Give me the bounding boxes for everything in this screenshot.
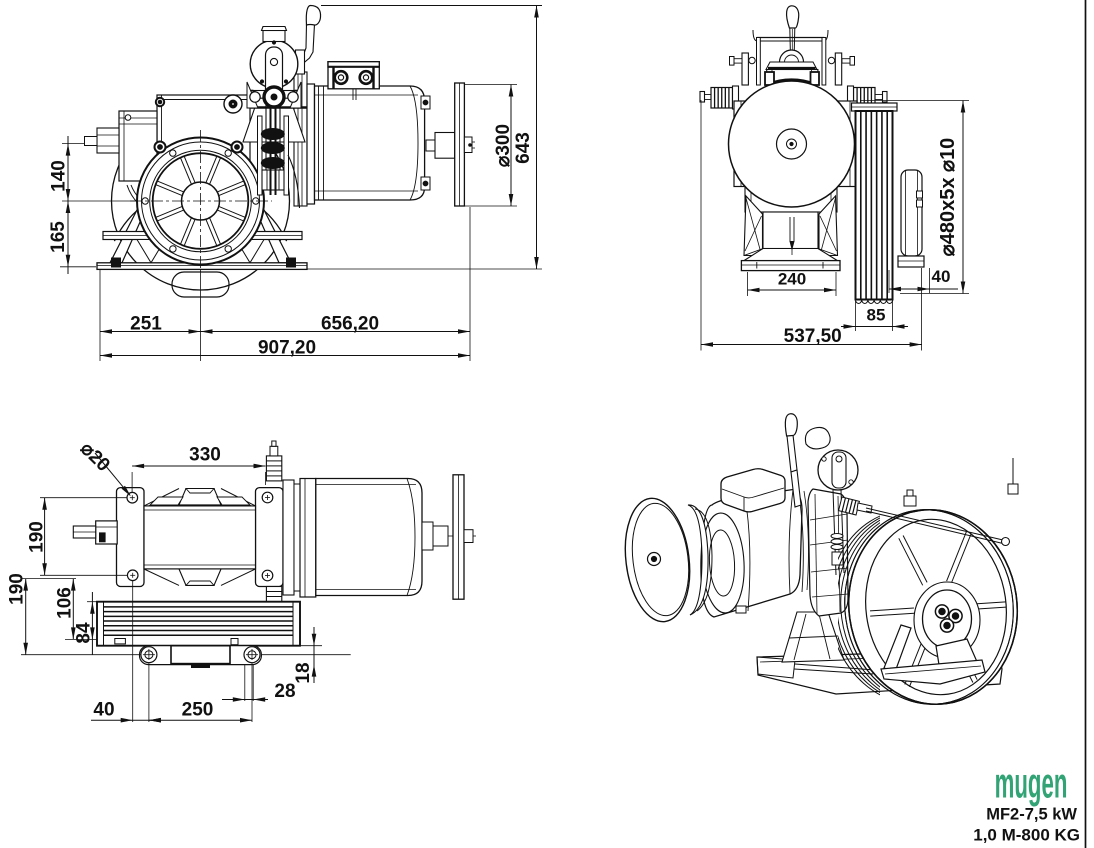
svg-text:190: 190 <box>7 573 28 605</box>
svg-text:28: 28 <box>274 681 295 702</box>
svg-text:84: 84 <box>74 622 95 644</box>
svg-text:140: 140 <box>49 160 70 192</box>
svg-text:MF2-7,5 kW: MF2-7,5 kW <box>986 806 1077 824</box>
svg-text:240: 240 <box>778 270 806 289</box>
svg-text:165: 165 <box>48 221 69 253</box>
svg-text:40: 40 <box>932 267 951 286</box>
svg-text:18: 18 <box>293 662 314 683</box>
svg-text:537,50: 537,50 <box>784 326 842 347</box>
svg-text:251: 251 <box>130 314 162 335</box>
svg-text:643: 643 <box>513 132 534 164</box>
svg-text:⌀300: ⌀300 <box>493 124 514 167</box>
svg-text:40: 40 <box>93 700 114 721</box>
svg-text:mugen: mugen <box>995 760 1068 808</box>
svg-text:330: 330 <box>189 445 221 466</box>
svg-text:1,0 M-800 KG: 1,0 M-800 KG <box>973 826 1080 845</box>
svg-text:85: 85 <box>867 306 886 325</box>
svg-text:⌀480x5x ⌀10: ⌀480x5x ⌀10 <box>937 138 959 257</box>
svg-text:190: 190 <box>27 521 48 553</box>
svg-text:656,20: 656,20 <box>321 314 379 335</box>
svg-text:907,20: 907,20 <box>258 338 316 359</box>
svg-text:250: 250 <box>182 700 214 721</box>
svg-text:106: 106 <box>55 587 76 619</box>
